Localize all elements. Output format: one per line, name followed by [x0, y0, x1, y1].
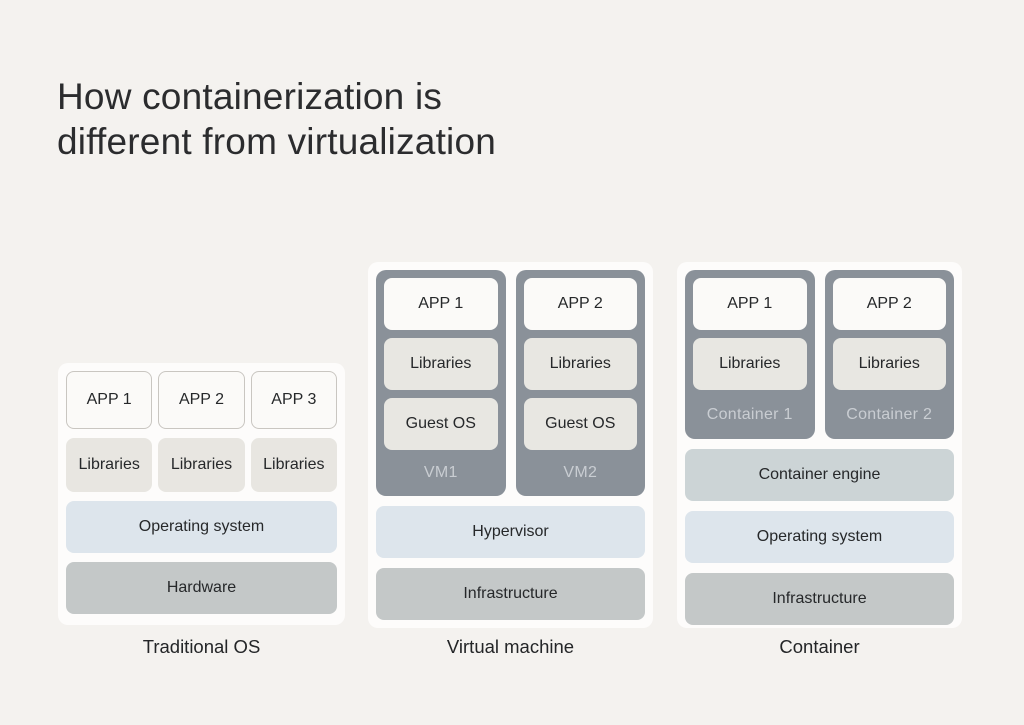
caption-container: Container	[779, 636, 860, 657]
app-box: APP 1	[66, 371, 153, 429]
vm-column-1: APP 1 Libraries Guest OS VM1	[376, 270, 506, 496]
container-column-2: APP 2 Libraries Container 2	[824, 270, 954, 439]
container-label: Container 1	[706, 405, 793, 423]
container-label: Container 2	[846, 405, 933, 423]
vm-columns: APP 1 Libraries Guest OS VM1 APP 2 Libra…	[376, 270, 645, 496]
libraries-box: Libraries	[693, 338, 807, 390]
app-row: APP 1 APP 2 APP 3	[66, 371, 337, 429]
hardware-bar: Hardware	[66, 562, 337, 614]
hypervisor-bar: Hypervisor	[376, 506, 645, 558]
libraries-box: Libraries	[384, 338, 498, 390]
panel-container: APP 1 Libraries Container 1 APP 2 Librar…	[677, 262, 962, 628]
libraries-box: Libraries	[832, 338, 946, 390]
libraries-box: Libraries	[523, 338, 637, 390]
caption-virtual-machine: Virtual machine	[446, 636, 575, 657]
app-box: APP 1	[384, 278, 498, 330]
infrastructure-bar: Infrastructure	[376, 568, 645, 620]
operating-system-bar: Operating system	[685, 511, 954, 563]
app-box: APP 2	[523, 278, 637, 330]
container-columns: APP 1 Libraries Container 1 APP 2 Librar…	[685, 270, 954, 439]
caption-traditional-os: Traditional OS	[142, 636, 261, 657]
libraries-box: Libraries	[250, 438, 337, 492]
vm-column-2: APP 2 Libraries Guest OS VM2	[515, 270, 645, 496]
vm-label: VM2	[563, 464, 598, 481]
guest-os-box: Guest OS	[523, 398, 637, 450]
app-box: APP 3	[250, 371, 337, 429]
libraries-row: Libraries Libraries Libraries	[66, 438, 337, 492]
operating-system-bar: Operating system	[66, 501, 337, 553]
panel-traditional-os: APP 1 APP 2 APP 3 Libraries Libraries Li…	[58, 363, 345, 625]
app-box: APP 1	[693, 278, 807, 330]
page-title: How containerization is different from v…	[57, 76, 497, 162]
libraries-box: Libraries	[66, 438, 153, 492]
container-engine-bar: Container engine	[685, 449, 954, 501]
libraries-box: Libraries	[158, 438, 245, 492]
app-box: APP 2	[832, 278, 946, 330]
guest-os-box: Guest OS	[384, 398, 498, 450]
app-box: APP 2	[158, 371, 245, 429]
container-column-1: APP 1 Libraries Container 1	[685, 270, 815, 439]
panel-virtual-machine: APP 1 Libraries Guest OS VM1 APP 2 Libra…	[368, 262, 653, 628]
infrastructure-bar: Infrastructure	[685, 573, 954, 625]
vm-label: VM1	[423, 464, 458, 481]
